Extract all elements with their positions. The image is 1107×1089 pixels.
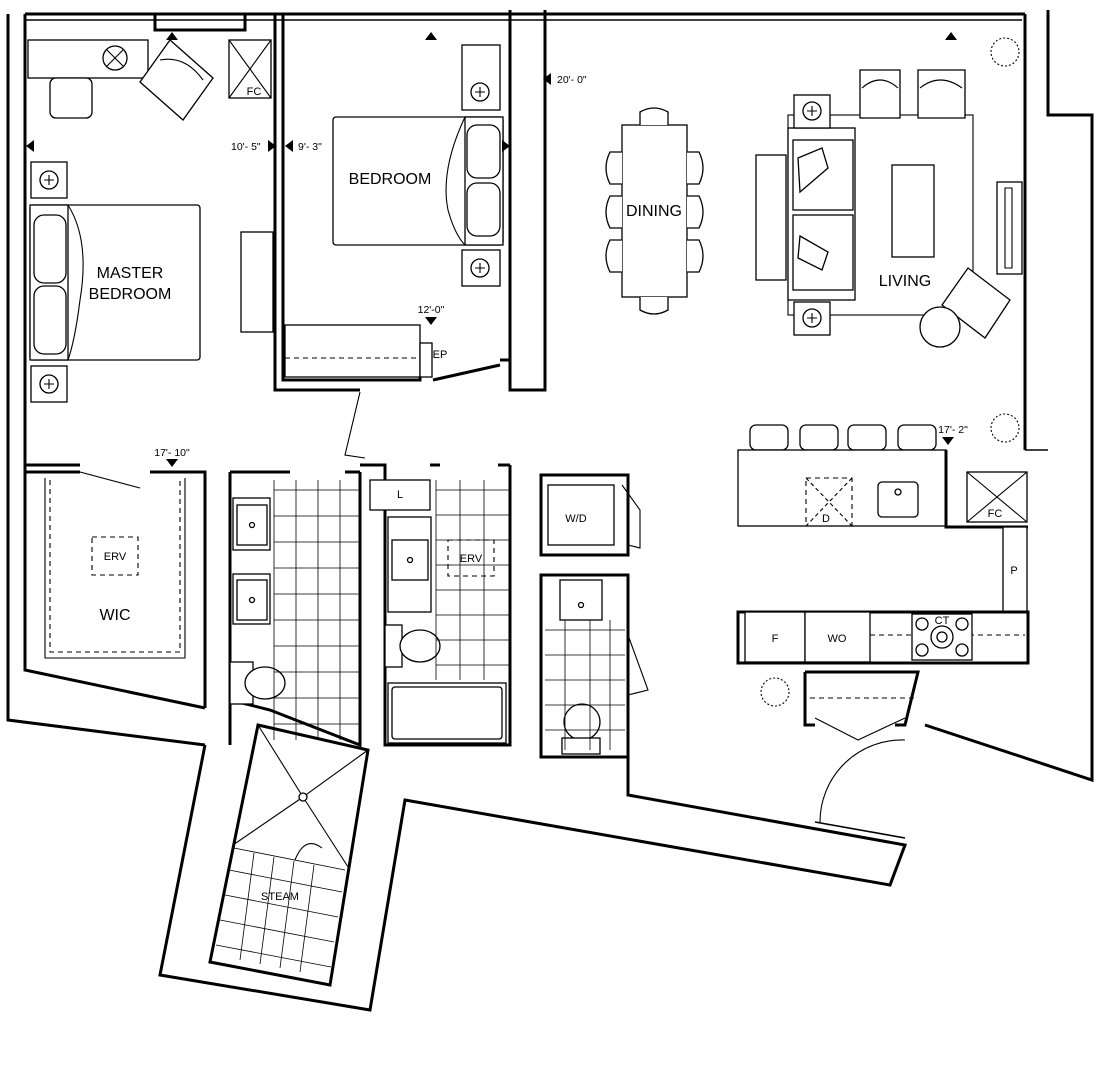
master-bedroom <box>23 14 360 710</box>
steam-label: STEAM <box>261 891 299 903</box>
dimension-master-width: 10'- 5" <box>231 141 261 153</box>
linen-label: L <box>397 489 403 501</box>
arrow-icon <box>425 32 437 40</box>
pantry-label: P <box>1010 565 1017 577</box>
dining-living <box>605 37 1023 707</box>
arrow-icon <box>543 73 551 85</box>
fixture-labels: FC EP L ERV ERV W/D D FC P F WO CT <box>104 86 1018 645</box>
dimension-living-width: 20'- 0" <box>557 74 587 86</box>
wall-oven-label: WO <box>828 633 847 645</box>
arrow-icon <box>945 32 957 40</box>
arrow-icon <box>26 140 34 152</box>
room-labels: MASTER BEDROOM BEDROOM DINING LIVING WIC… <box>89 171 932 903</box>
kitchen <box>736 424 1030 839</box>
dimension-master-depth: 17'- 10" <box>154 447 190 459</box>
master-bedroom-label-line2: BEDROOM <box>89 286 172 303</box>
bathrooms <box>208 463 649 987</box>
dimension-markers: 10'- 5" 9'- 3" 20'- 0" 12'-0" 17'- 10" 1… <box>26 32 968 467</box>
arrow-icon <box>942 437 954 445</box>
ep-label: EP <box>433 349 448 361</box>
dimension-bedroom-depth: 12'-0" <box>418 304 445 316</box>
erv-label-bath: ERV <box>460 553 483 565</box>
fc-label-kitchen: FC <box>988 508 1003 520</box>
dimension-living-depth: 17'- 2" <box>938 424 968 436</box>
washer-dryer-label: W/D <box>565 513 586 525</box>
cooktop-label: CT <box>935 615 950 627</box>
walk-in-closet <box>25 470 186 659</box>
bedroom-label: BEDROOM <box>349 171 432 188</box>
exterior-walls <box>6 10 1094 1012</box>
dimension-bedroom-width: 9'- 3" <box>298 141 322 153</box>
arrow-icon <box>268 140 276 152</box>
arrow-icon <box>166 459 178 467</box>
dining-label: DINING <box>626 203 682 220</box>
arrow-icon <box>166 32 178 40</box>
fc-label-bedroom: FC <box>247 86 262 98</box>
fridge-label: F <box>772 633 779 645</box>
dishwasher-label: D <box>822 513 830 525</box>
wic-label: WIC <box>99 607 130 624</box>
erv-label-wic: ERV <box>104 551 127 563</box>
living-label: LIVING <box>879 273 931 290</box>
arrow-icon <box>425 317 437 325</box>
master-bedroom-label-line1: MASTER <box>97 265 164 282</box>
arrow-icon <box>285 140 293 152</box>
arrow-icon <box>502 140 510 152</box>
second-bedroom <box>281 10 547 459</box>
